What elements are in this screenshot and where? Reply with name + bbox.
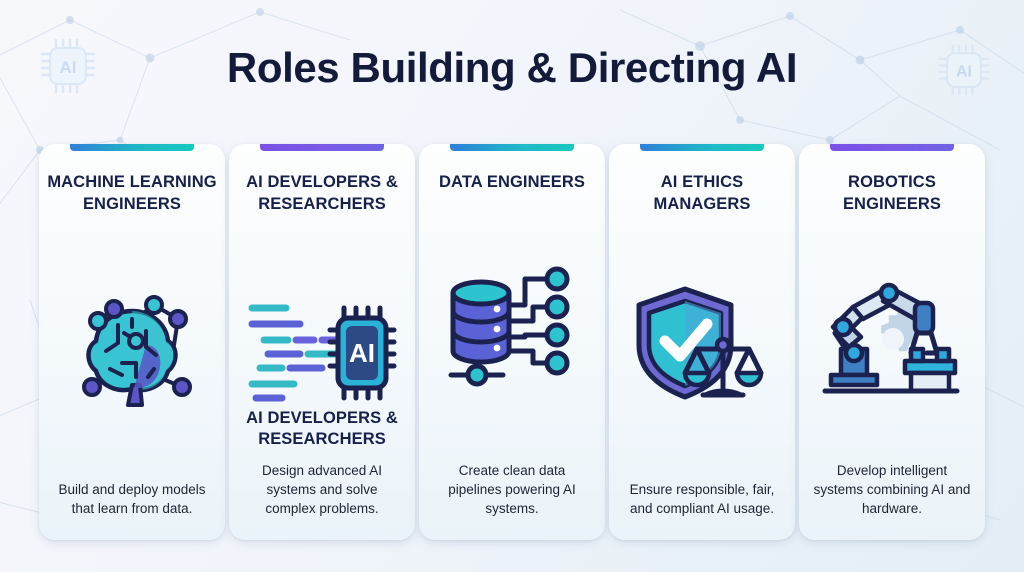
shield-check-scales-icon — [636, 286, 764, 400]
card-icon-wrap: AI — [229, 296, 415, 408]
page-title: Roles Building & Directing AI — [226, 44, 798, 91]
card-title: DATA ENGINEERS — [439, 173, 585, 191]
card-title: AI DEVELOPERS & RESEARCHERS — [246, 173, 398, 213]
card-icon-wrap — [799, 216, 985, 461]
card-accent-bar — [450, 144, 574, 151]
robot-arm-gear-icon — [822, 282, 960, 394]
card-description: Build and deploy models that learn from … — [58, 481, 206, 516]
card-accent-bar — [260, 144, 384, 151]
role-card-ai-developers-researchers[interactable]: AI DEVELOPERS & RESEARCHERS — [229, 144, 415, 540]
card-accent-bar — [70, 144, 194, 151]
card-icon-wrap — [39, 216, 225, 480]
role-card-robotics-engineers[interactable]: ROBOTICS ENGINEERS — [799, 144, 985, 540]
brain-network-icon — [82, 294, 192, 407]
card-accent-bar — [830, 144, 954, 151]
page-header: Roles Building & Directing AI — [0, 0, 1024, 136]
card-title: ROBOTICS ENGINEERS — [842, 173, 942, 213]
ai-chip-code-icon: AI — [248, 304, 397, 402]
role-card-data-engineers[interactable]: DATA ENGINEERS — [419, 144, 605, 540]
database-pipeline-icon — [448, 266, 570, 387]
card-icon-wrap — [419, 194, 605, 461]
card-description: Design advanced AI systems and solve com… — [261, 462, 383, 516]
card-title: AI ETHICS MANAGERS — [653, 173, 751, 213]
role-card-ai-ethics-managers[interactable]: AI ETHICS MANAGERS Ensure responsible, f… — [609, 144, 795, 540]
card-subtitle: AI DEVELOPERS & RESEARCHERS — [246, 408, 398, 449]
svg-text:AI: AI — [349, 338, 375, 368]
role-card-list: MACHINE LEARNING ENGINEERS — [0, 144, 1024, 540]
card-icon-wrap — [609, 216, 795, 480]
card-description: Develop intelligent systems combining AI… — [813, 462, 971, 516]
card-description: Ensure responsible, fair, and compliant … — [629, 481, 775, 516]
card-accent-bar — [640, 144, 764, 151]
card-title: MACHINE LEARNING ENGINEERS — [47, 173, 217, 213]
role-card-machine-learning-engineers[interactable]: MACHINE LEARNING ENGINEERS — [39, 144, 225, 540]
card-description: Create clean data pipelines powering AI … — [448, 462, 576, 516]
